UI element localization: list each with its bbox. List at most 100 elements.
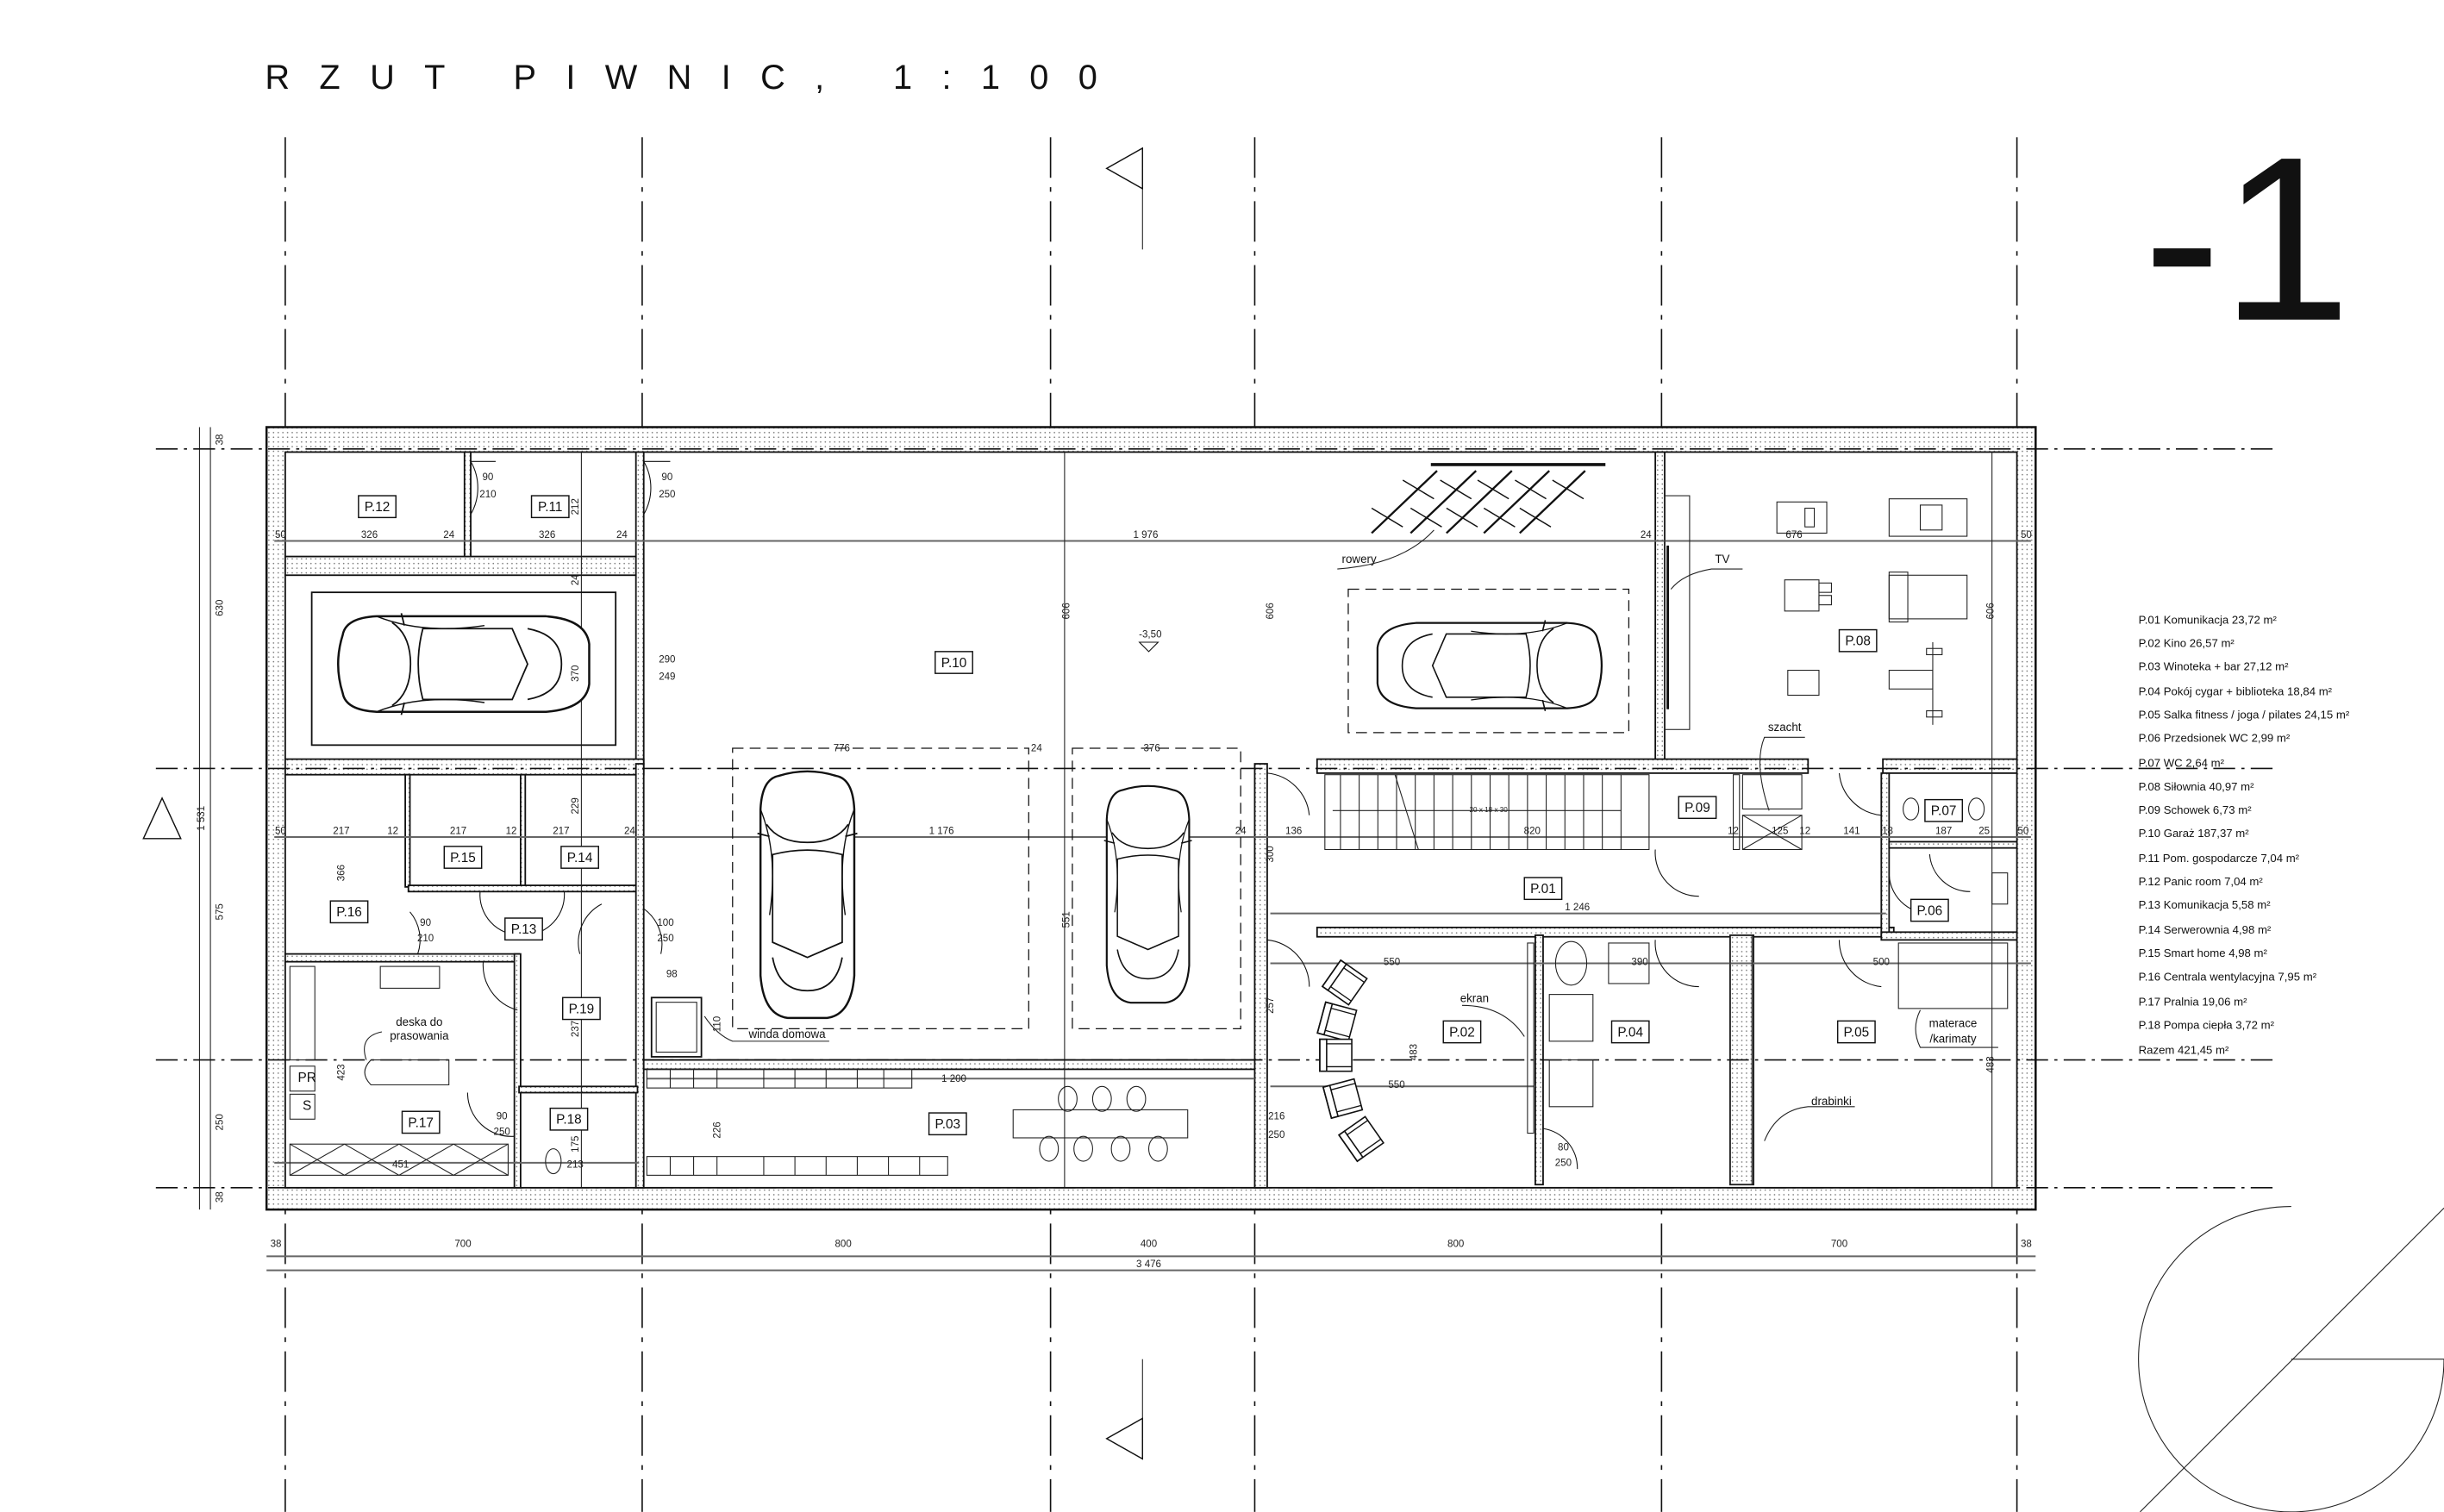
ladder bbox=[1729, 934, 1753, 1185]
legend-item: P.09 Schowek 6,73 m² bbox=[2139, 803, 2253, 816]
svg-text:676: 676 bbox=[1785, 530, 1802, 540]
level-number: -1 bbox=[2143, 109, 2351, 370]
room-label-p16: P.16 bbox=[329, 900, 369, 924]
svg-text:12: 12 bbox=[1728, 826, 1739, 836]
svg-text:24: 24 bbox=[1641, 530, 1652, 540]
svg-text:38: 38 bbox=[216, 1191, 226, 1203]
legend-item: P.03 Winoteka + bar 27,12 m² bbox=[2139, 660, 2289, 673]
room-label-p03: P.03 bbox=[928, 1112, 967, 1136]
svg-text:P.08: P.08 bbox=[1845, 634, 1871, 649]
svg-text:229: 229 bbox=[571, 797, 581, 814]
svg-text:820: 820 bbox=[1524, 826, 1541, 836]
svg-text:800: 800 bbox=[834, 1240, 851, 1250]
svg-text:12: 12 bbox=[506, 826, 517, 836]
svg-text:1 246: 1 246 bbox=[1565, 903, 1590, 913]
svg-text:483: 483 bbox=[1410, 1044, 1420, 1060]
legend-item: P.04 Pokój cygar + biblioteka 18,84 m² bbox=[2139, 684, 2333, 697]
svg-text:700: 700 bbox=[1831, 1240, 1847, 1250]
svg-text:606: 606 bbox=[1061, 603, 1072, 619]
interior-walls bbox=[284, 451, 2018, 1189]
parking-bay-4 bbox=[1347, 588, 1630, 734]
svg-text:1 531: 1 531 bbox=[197, 806, 207, 831]
svg-text:P.03: P.03 bbox=[934, 1117, 960, 1132]
svg-text:400: 400 bbox=[1141, 1240, 1157, 1250]
legend-item: Razem 421,45 m² bbox=[2139, 1043, 2229, 1056]
svg-text:326: 326 bbox=[361, 530, 378, 540]
svg-text:50: 50 bbox=[2021, 530, 2032, 540]
car-icon bbox=[1103, 784, 1193, 1004]
drawing-title: RZUT PIWNIC, 1:100 bbox=[265, 59, 1127, 97]
svg-text:187: 187 bbox=[1935, 826, 1952, 836]
svg-text:210: 210 bbox=[417, 934, 434, 944]
svg-text:P.01: P.01 bbox=[1530, 882, 1556, 897]
room-label-p12: P.12 bbox=[358, 495, 397, 519]
room-label-p15: P.15 bbox=[443, 846, 483, 869]
svg-text:213: 213 bbox=[567, 1159, 584, 1170]
svg-text:423: 423 bbox=[337, 1064, 347, 1080]
lift-cabin bbox=[655, 1002, 697, 1053]
svg-text:50: 50 bbox=[275, 530, 286, 540]
parking-bay-1 bbox=[310, 591, 617, 747]
svg-text:1 176: 1 176 bbox=[929, 826, 954, 836]
legend-item: P.16 Centrala wentylacyjna 7,95 m² bbox=[2139, 970, 2317, 983]
dimension-labels: 50 326 24 326 24 1 976 24 676 50 212 24 … bbox=[197, 434, 2032, 1271]
car-icon bbox=[1376, 619, 1603, 712]
svg-text:P.17: P.17 bbox=[408, 1115, 434, 1130]
svg-text:P.09: P.09 bbox=[1685, 801, 1710, 815]
svg-text:P.14: P.14 bbox=[567, 851, 593, 865]
room-label-p08: P.08 bbox=[1838, 628, 1878, 653]
svg-text:300: 300 bbox=[1266, 846, 1276, 862]
grid-axes-horizontal bbox=[155, 448, 2276, 1189]
section-marker-left bbox=[142, 797, 182, 840]
svg-text:606: 606 bbox=[1985, 603, 1996, 619]
svg-text:24: 24 bbox=[1031, 744, 1042, 754]
shaft bbox=[1732, 774, 1803, 851]
svg-text:P.05: P.05 bbox=[1844, 1025, 1870, 1040]
section-marker-top bbox=[1105, 147, 1144, 250]
annotation-rowery: rowery bbox=[1342, 553, 1377, 565]
svg-text:237: 237 bbox=[571, 1021, 581, 1037]
svg-text:551: 551 bbox=[1061, 911, 1072, 928]
section-marker-bottom bbox=[1105, 1359, 1144, 1460]
svg-text:550: 550 bbox=[1388, 1080, 1404, 1090]
parking-bay-2 bbox=[732, 747, 1029, 1030]
rowery-leader bbox=[1337, 529, 1435, 570]
svg-text:-3,50: -3,50 bbox=[1139, 630, 1161, 640]
annotation-drabinki: drabinki bbox=[1811, 1095, 1852, 1108]
svg-text:90: 90 bbox=[497, 1111, 508, 1122]
wc-fixtures bbox=[545, 797, 2009, 1175]
svg-text:50: 50 bbox=[275, 826, 286, 836]
annotation-winda: winda domowa bbox=[747, 1028, 826, 1040]
svg-text:P.07: P.07 bbox=[1931, 804, 1957, 819]
svg-text:24: 24 bbox=[616, 530, 628, 540]
svg-text:483: 483 bbox=[1985, 1056, 1996, 1072]
room-label-p07: P.07 bbox=[1924, 798, 1964, 822]
svg-text:P.10: P.10 bbox=[941, 656, 967, 671]
label-pr: PR bbox=[298, 1071, 316, 1085]
legend-item: P.01 Komunikacja 23,72 m² bbox=[2139, 613, 2278, 626]
svg-text:257: 257 bbox=[1266, 997, 1276, 1014]
legend-item: P.11 Pom. gospodarcze 7,04 m² bbox=[2139, 852, 2300, 865]
level-marker bbox=[1138, 641, 1159, 653]
svg-text:390: 390 bbox=[1631, 957, 1647, 967]
svg-text:217: 217 bbox=[333, 826, 349, 836]
svg-text:776: 776 bbox=[834, 744, 850, 754]
bar-counter bbox=[1012, 1085, 1189, 1162]
room-label-p10: P.10 bbox=[934, 651, 973, 674]
svg-text:250: 250 bbox=[657, 934, 673, 944]
parking-bay-3 bbox=[1072, 747, 1241, 1030]
svg-text:24: 24 bbox=[571, 574, 581, 585]
svg-text:24: 24 bbox=[624, 826, 635, 836]
svg-text:12: 12 bbox=[1799, 826, 1810, 836]
svg-text:P.11: P.11 bbox=[538, 500, 562, 515]
svg-text:P.06: P.06 bbox=[1917, 903, 1943, 918]
annotation-ekran: ekran bbox=[1460, 992, 1489, 1005]
legend-item: P.12 Panic room 7,04 m² bbox=[2139, 875, 2264, 888]
room-label-p02: P.02 bbox=[1442, 1020, 1482, 1044]
legend-item: P.08 Siłownia 40,97 m² bbox=[2139, 780, 2255, 793]
room-label-p09: P.09 bbox=[1678, 796, 1717, 820]
svg-text:20 x 18 x 30: 20 x 18 x 30 bbox=[1470, 806, 1509, 814]
svg-text:90: 90 bbox=[661, 472, 672, 483]
legend-item: P.13 Komunikacja 5,58 m² bbox=[2139, 898, 2272, 911]
home-lift bbox=[650, 997, 703, 1058]
